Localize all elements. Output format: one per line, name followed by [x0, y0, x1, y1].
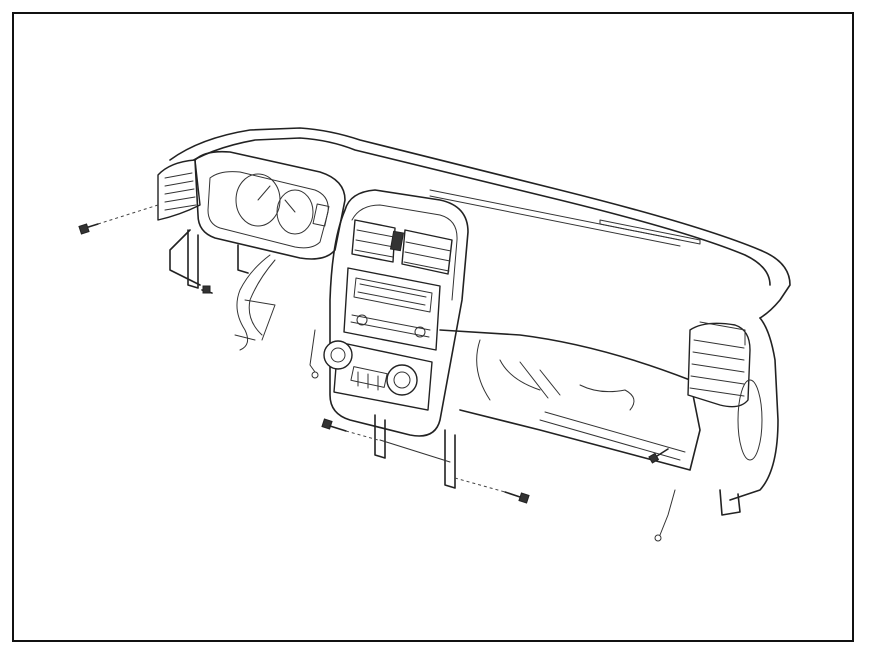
mounting-brackets — [187, 229, 741, 516]
glove-box-area — [439, 329, 701, 471]
bolt-center-left — [321, 418, 379, 441]
wiring-harness — [234, 254, 676, 542]
mounting-bolts — [78, 204, 669, 504]
instrument-cluster — [194, 150, 346, 260]
center-vents — [351, 219, 453, 275]
bolt-left-lower — [201, 285, 213, 294]
center-console-bezel — [329, 189, 469, 437]
bolt-right-inner — [648, 448, 669, 464]
audio-unit — [343, 267, 441, 351]
left-side-vent — [157, 159, 201, 221]
right-side-vent — [687, 321, 763, 461]
climate-control-panel — [323, 340, 433, 411]
dashboard-top-cover — [169, 127, 791, 501]
defroster-strip — [429, 189, 701, 247]
bolt-left-upper — [78, 204, 159, 235]
bolt-center-right — [454, 477, 530, 504]
